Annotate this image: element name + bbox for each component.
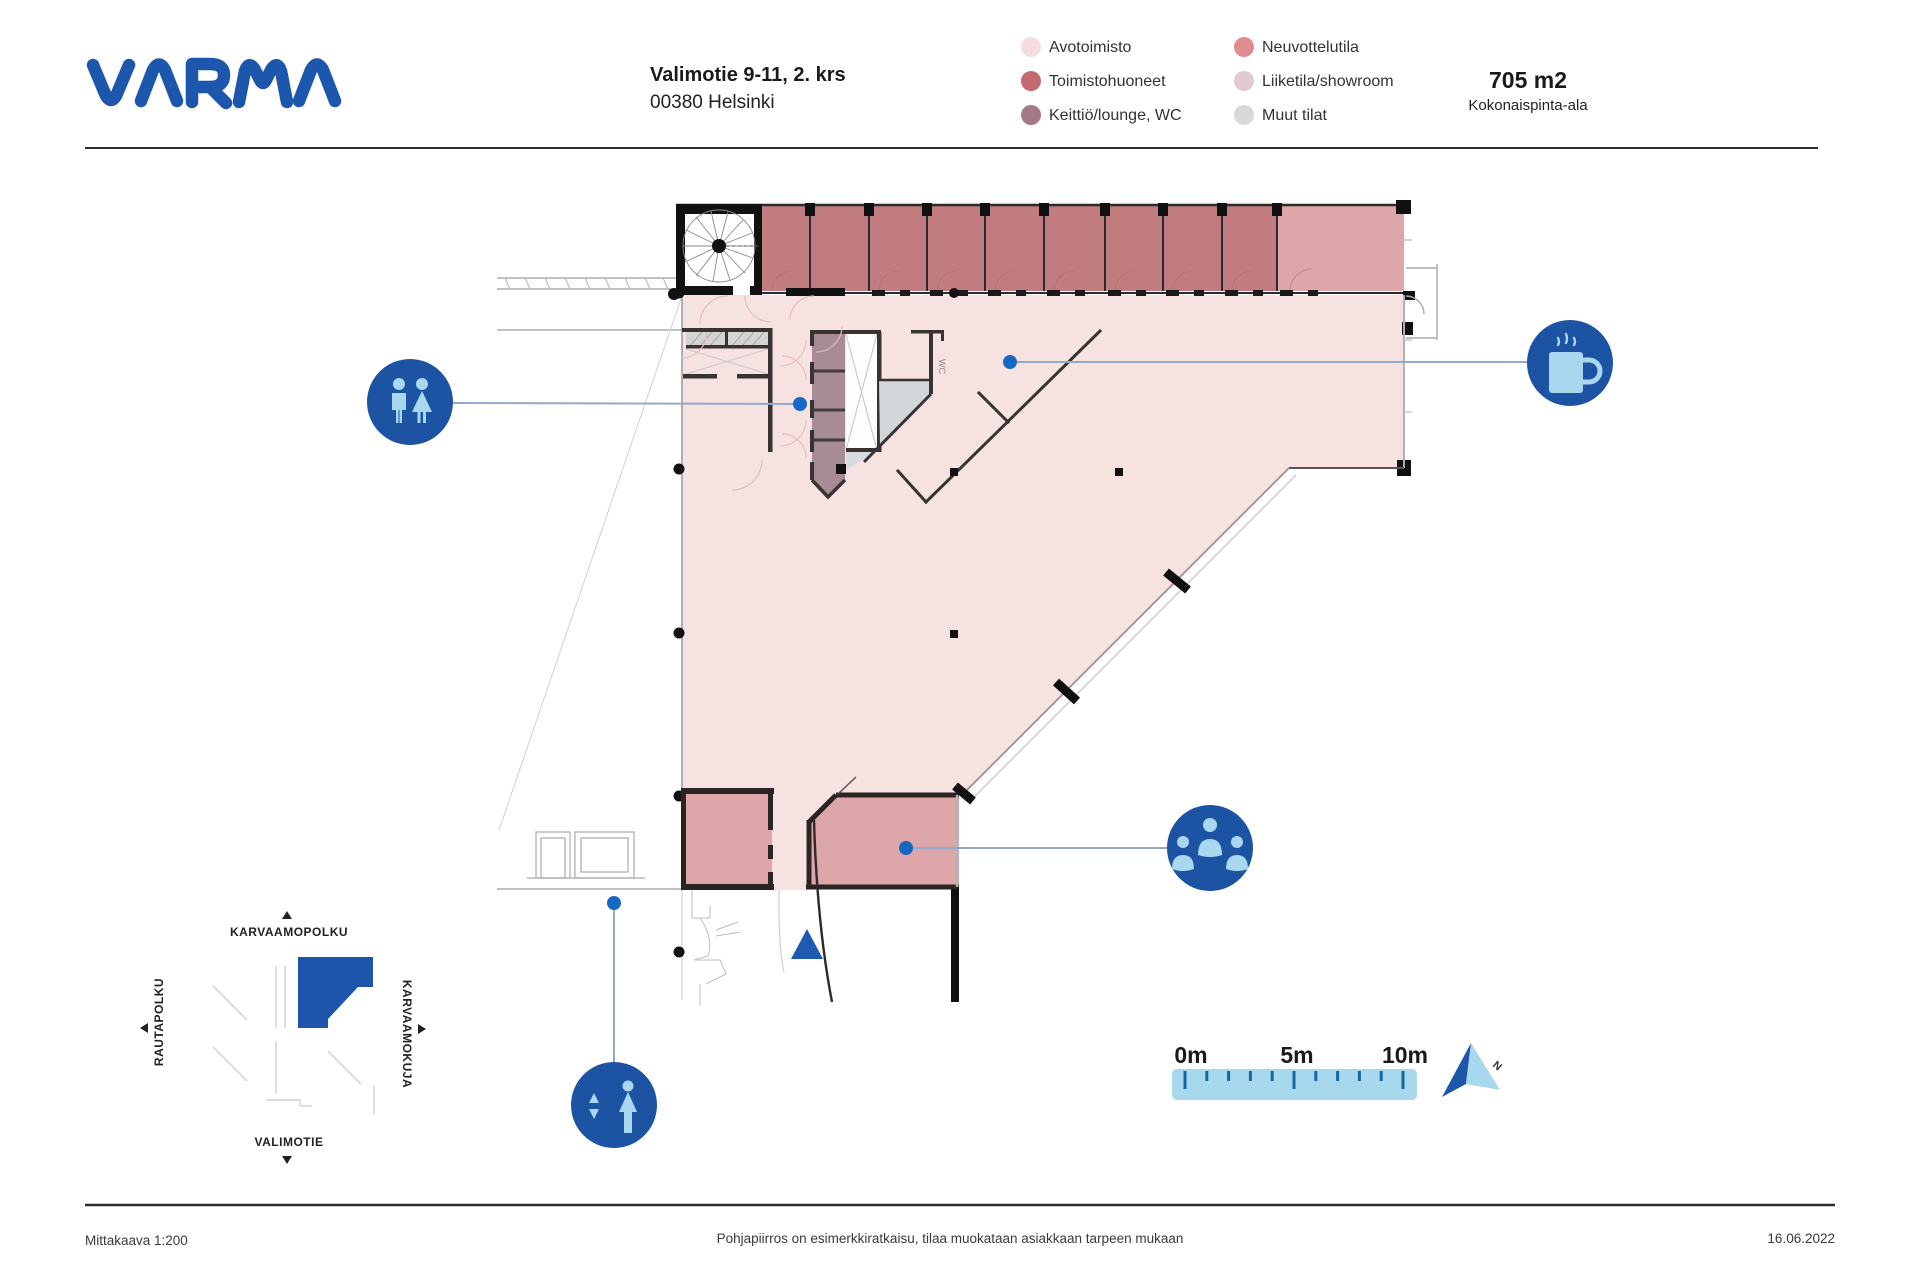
svg-text:RAUTAPOLKU: RAUTAPOLKU: [152, 978, 166, 1066]
svg-text:16.06.2022: 16.06.2022: [1767, 1231, 1835, 1246]
svg-text:Pohjapiirros on esimerkkiratka: Pohjapiirros on esimerkkiratkaisu, tilaa…: [717, 1231, 1184, 1246]
svg-text:KARVAAMOPOLKU: KARVAAMOPOLKU: [230, 925, 348, 939]
svg-text:Keittiö/lounge, WC: Keittiö/lounge, WC: [1049, 107, 1182, 124]
svg-text:VALIMOTIE: VALIMOTIE: [255, 1135, 324, 1149]
svg-text:5m: 5m: [1280, 1042, 1313, 1068]
svg-text:Valimotie 9-11, 2. krs: Valimotie 9-11, 2. krs: [650, 64, 846, 86]
svg-text:10m: 10m: [1382, 1042, 1428, 1068]
svg-text:WC: WC: [937, 359, 947, 374]
svg-text:0m: 0m: [1174, 1042, 1207, 1068]
svg-text:Toimistohuoneet: Toimistohuoneet: [1049, 73, 1166, 90]
svg-text:Mittakaava 1:200: Mittakaava 1:200: [85, 1233, 188, 1248]
svg-text:Neuvottelutila: Neuvottelutila: [1262, 39, 1359, 56]
svg-text:Avotoimisto: Avotoimisto: [1049, 39, 1132, 56]
svg-text:KARVAAMOKUJA: KARVAAMOKUJA: [400, 980, 414, 1088]
svg-text:Liiketila/showroom: Liiketila/showroom: [1262, 73, 1394, 90]
svg-text:Muut tilat: Muut tilat: [1262, 107, 1327, 124]
svg-text:Kokonaispinta-ala: Kokonaispinta-ala: [1468, 97, 1588, 114]
svg-text:00380 Helsinki: 00380 Helsinki: [650, 92, 775, 113]
svg-text:705 m2: 705 m2: [1489, 67, 1567, 93]
